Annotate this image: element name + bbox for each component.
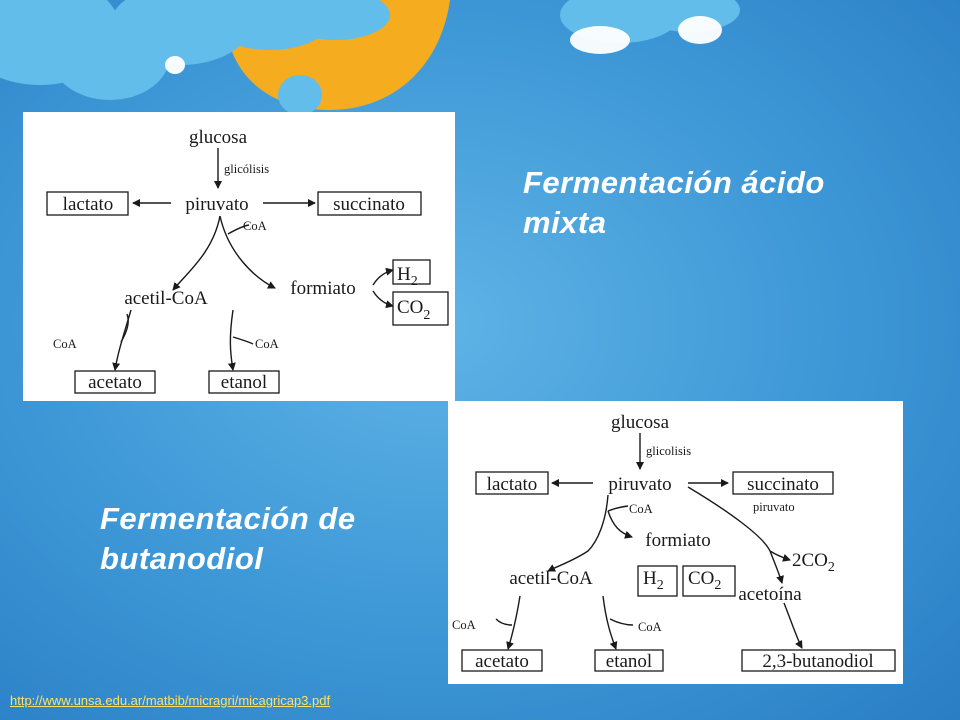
label-coa-left: CoA xyxy=(452,618,476,632)
title-mixed-acid-line1: Fermentación ácido xyxy=(523,165,825,200)
mixed-acid-diagram: glucosa glicólisis lactato piruvato succ… xyxy=(23,112,455,401)
node-glucosa: glucosa xyxy=(189,127,248,148)
butanediol-diagram-svg: glucosa glicolisis lactato piruvato succ… xyxy=(452,412,896,672)
node-lactato: lactato xyxy=(63,194,114,215)
node-h2: H2 xyxy=(643,568,664,593)
node-succinato: succinato xyxy=(333,194,405,215)
node-piruvato: piruvato xyxy=(185,194,248,215)
node-co2: CO2 xyxy=(397,297,430,323)
title-butanediol-line2: butanodiol xyxy=(100,541,264,576)
title-butanediol-line1: Fermentación de xyxy=(100,501,356,536)
node-acetil-coa: acetil-CoA xyxy=(509,568,593,589)
node-2co2: 2CO2 xyxy=(792,550,835,575)
butanediol-arrows xyxy=(495,433,803,650)
label-coa-top: CoA xyxy=(629,502,653,516)
title-mixed-acid-line2: mixta xyxy=(523,205,607,240)
title-butanediol: Fermentación de butanodiol xyxy=(100,499,440,579)
label-coa-top: CoA xyxy=(243,219,267,233)
cloud-highlights xyxy=(165,16,722,74)
mixed-acid-boxes xyxy=(46,191,449,394)
label-glicolisis: glicólisis xyxy=(224,162,269,176)
node-etanol: etanol xyxy=(221,372,267,393)
node-acetato: acetato xyxy=(88,372,142,393)
node-acetil-coa: acetil-CoA xyxy=(124,288,208,309)
mixed-acid-diagram-svg: glucosa glicólisis lactato piruvato succ… xyxy=(46,127,449,394)
node-formiato: formiato xyxy=(290,278,355,299)
node-glucosa: glucosa xyxy=(611,412,670,433)
node-butanodiol: 2,3-butanodiol xyxy=(762,651,873,672)
cloud-sun-decoration xyxy=(0,0,740,115)
node-piruvato: piruvato xyxy=(608,474,671,495)
label-coa-right: CoA xyxy=(255,337,279,351)
butanediol-diagram: glucosa glicolisis lactato piruvato succ… xyxy=(448,401,903,684)
node-formiato: formiato xyxy=(645,530,710,551)
butanediol-boxes xyxy=(461,471,896,672)
node-h2: H2 xyxy=(397,264,418,289)
node-succinato: succinato xyxy=(747,474,819,495)
node-etanol: etanol xyxy=(606,651,652,672)
title-mixed-acid: Fermentación ácido mixta xyxy=(523,163,903,243)
label-piruvato-small: piruvato xyxy=(753,500,795,514)
label-coa-left: CoA xyxy=(53,337,77,351)
source-link[interactable]: http://www.unsa.edu.ar/matbib/micragri/m… xyxy=(10,693,331,708)
node-acetato: acetato xyxy=(475,651,529,672)
node-lactato: lactato xyxy=(487,474,538,495)
mixed-acid-arrows xyxy=(112,148,394,371)
node-acetoina: acetoína xyxy=(738,584,802,605)
node-co2: CO2 xyxy=(688,568,721,593)
label-coa-right: CoA xyxy=(638,620,662,634)
label-glicolisis: glicolisis xyxy=(646,444,691,458)
